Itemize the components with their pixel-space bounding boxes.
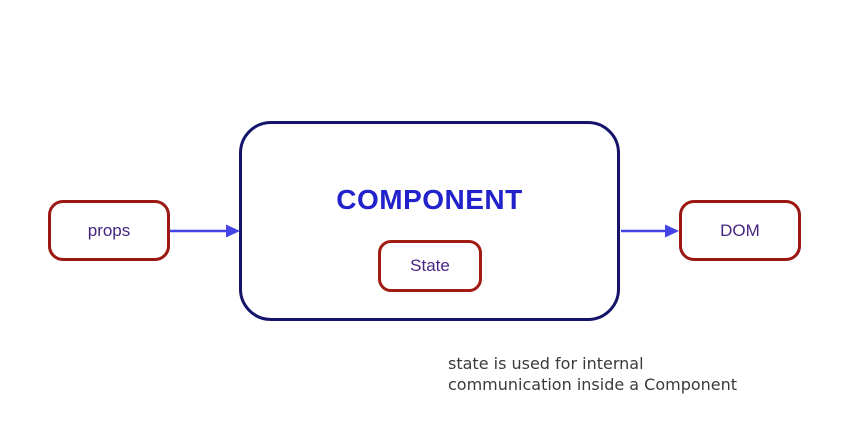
node-component-label: COMPONENT <box>336 184 523 215</box>
node-component: COMPONENT State <box>239 121 620 321</box>
arrow-component-to-dom-icon <box>621 224 679 238</box>
arrow-props-to-component-icon <box>170 224 240 238</box>
node-props: props <box>48 200 170 261</box>
caption-line-2: communication inside a Component <box>448 375 738 394</box>
node-dom-label: DOM <box>720 220 760 240</box>
caption: state is used for internal communication… <box>448 353 737 395</box>
node-state-label: State <box>410 256 450 275</box>
node-props-label: props <box>87 220 131 240</box>
node-dom: DOM <box>679 200 801 261</box>
node-state: State <box>378 240 482 292</box>
caption-line-1: state is used for internal <box>448 354 644 373</box>
